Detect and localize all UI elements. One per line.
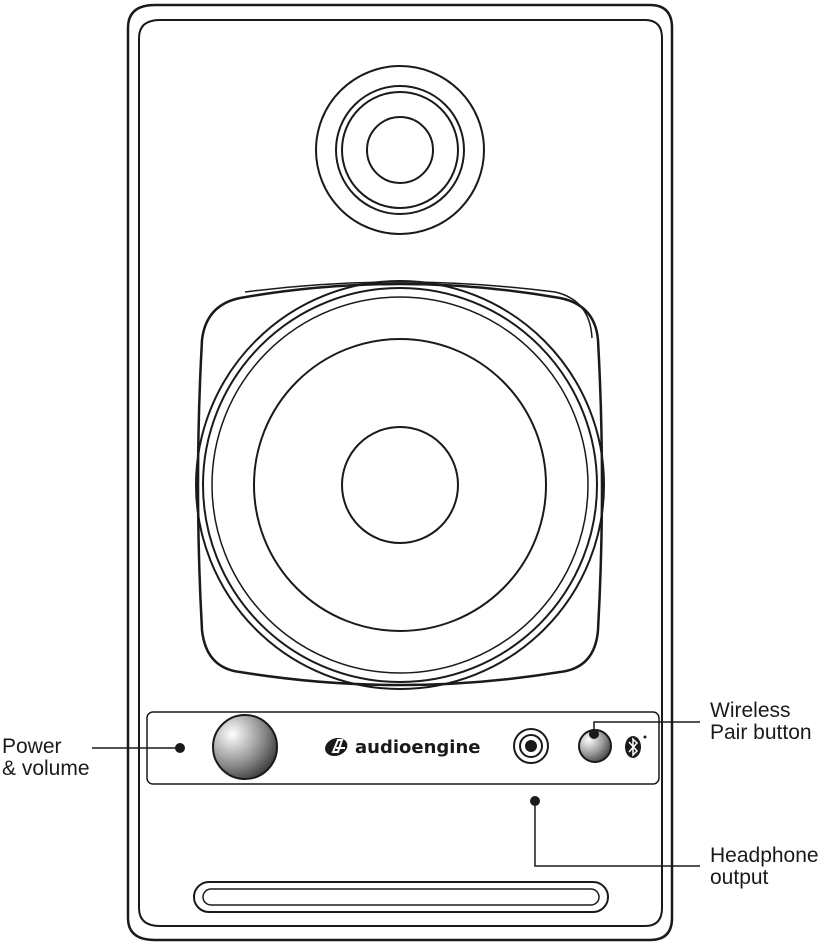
callout-wireless-pair-leader: [589, 721, 700, 739]
brand-name: audioengine: [355, 737, 480, 758]
tweeter: [315, 65, 485, 235]
wireless-pair-label-line1: Wireless: [710, 699, 791, 722]
power-volume-label-line2: & volume: [2, 757, 90, 780]
wireless-pair-label-line2: Pair button: [710, 721, 812, 744]
power-volume-label-line1: Power: [2, 735, 62, 758]
bass-port-slot: [193, 881, 609, 913]
speaker-cabinet: [126, 3, 674, 942]
callout-headphone-leader: [530, 796, 700, 867]
headphone-jack[interactable]: [513, 728, 549, 764]
power-volume-label: Power & volume: [2, 736, 90, 780]
headphone-output-label-line2: output: [710, 866, 769, 889]
headphone-output-label: Headphone output: [710, 845, 819, 889]
power-volume-knob[interactable]: [212, 714, 278, 780]
headphone-output-label-line1: Headphone: [710, 844, 819, 867]
wireless-pair-label: Wireless Pair button: [710, 700, 812, 744]
bluetooth-icon: [625, 735, 647, 758]
audioengine-a-logo-icon: [325, 738, 348, 756]
woofer: [195, 280, 605, 690]
callout-power-volume-leader: [92, 743, 185, 753]
